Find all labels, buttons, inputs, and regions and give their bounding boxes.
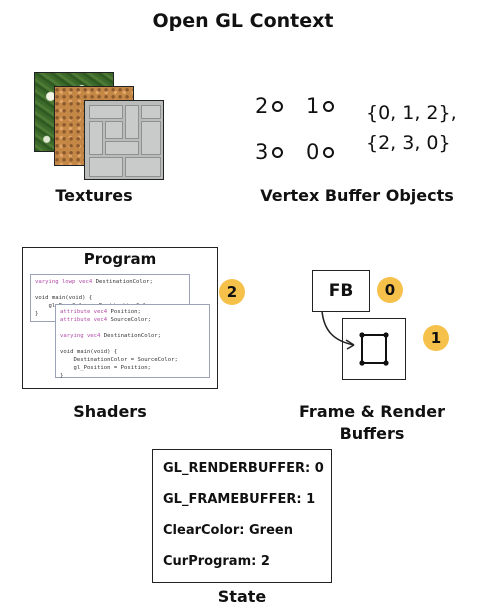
vertex-3: 3 [255,140,284,164]
textures-label: Textures [55,186,133,205]
state-box: GL_RENDERBUFFER: 0 GL_FRAMEBUFFER: 1 Cle… [152,449,332,583]
code-line [60,324,205,332]
code-line: DestinationColor = SourceColor; [60,357,178,363]
framebuffer-badge: 0 [377,277,403,303]
state-clear-color: ClearColor: Green [163,523,293,538]
code-line: varying lowp vec4 DestinationColor; [35,279,153,285]
shaders-label: Shaders [73,402,147,421]
state-current-program: CurProgram: 2 [163,554,270,569]
code-line: attribute vec4 Position; [60,309,141,315]
renderbuffer-square-icon [359,332,389,366]
vertex-point-icon [272,146,284,158]
state-label: State [217,587,267,606]
code-line [35,286,185,294]
vbo-label: Vertex Buffer Objects [260,186,454,205]
program-title: Program [83,250,157,268]
code-line: } [60,373,64,379]
program-badge: 2 [219,279,245,305]
buffers-label-line-1: Frame & Render [299,402,445,421]
vertex-0: 0 [306,140,335,164]
vertex-1: 1 [306,94,335,118]
context-title: Open GL Context [152,10,334,32]
framebuffer-box: FB [312,270,370,312]
vertex-point-icon [323,100,335,112]
vertex-2: 2 [255,94,284,118]
code-line: gl_Position = Position; [60,365,151,371]
renderbuffer-badge: 1 [423,325,449,351]
vertex-point-icon [272,100,284,112]
index-buffer-line-2: {2, 3, 0} [366,132,451,154]
buffers-label-line-2: Buffers [339,424,405,443]
state-renderbuffer: GL_RENDERBUFFER: 0 [163,461,324,476]
code-line: void main(void) { [60,349,118,355]
vertex-shader-code: attribute vec4 Position; attribute vec4 S… [55,304,210,379]
code-line: void main(void) { [35,295,93,301]
attachment-arrow-icon [321,310,355,350]
vertex-point-icon [323,146,335,158]
code-line: attribute vec4 SourceColor; [60,317,151,323]
code-line: } [35,311,39,317]
index-buffer-line-1: {0, 1, 2}, [366,102,457,124]
renderbuffer-box [342,318,406,380]
code-line: varying vec4 DestinationColor; [60,333,162,339]
tile-texture-image [84,100,164,180]
code-line [60,340,205,348]
state-framebuffer: GL_FRAMEBUFFER: 1 [163,492,316,507]
